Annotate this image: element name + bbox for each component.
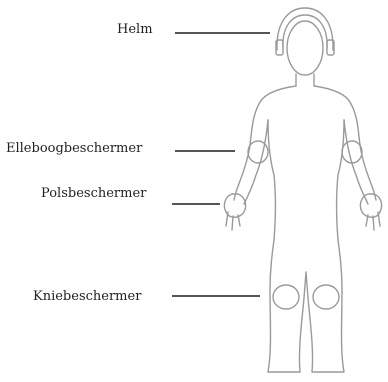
neck — [296, 74, 314, 86]
head — [287, 21, 323, 75]
hand-left-fingers — [226, 212, 240, 230]
inner-arm-left — [244, 120, 268, 204]
hand-right-fingers — [366, 212, 380, 230]
elbow-pad-right — [342, 141, 362, 163]
knee-pad-left — [273, 285, 299, 309]
helmet-inner — [283, 15, 327, 48]
body-silhouette — [234, 86, 376, 372]
knee-pad-right — [313, 285, 339, 309]
elbow-pad-left — [248, 141, 268, 163]
leader-lines — [172, 33, 270, 296]
body-outline — [224, 8, 381, 372]
